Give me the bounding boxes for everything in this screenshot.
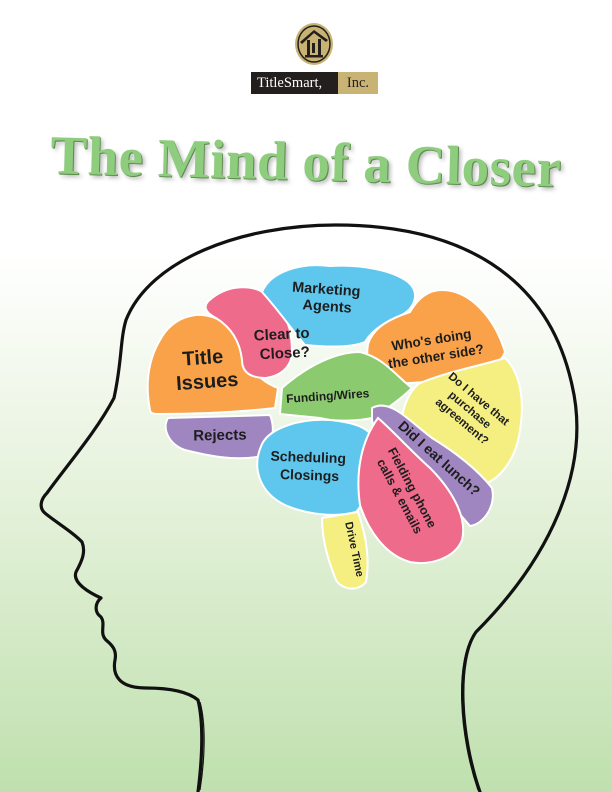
region-funding-wires: [278, 350, 414, 422]
label-funding-wires: Funding/Wires: [286, 386, 370, 406]
brand-name: TitleSmart,: [257, 75, 323, 91]
region-drive-time: [320, 510, 369, 590]
label-title-issues: Title Issues: [174, 345, 239, 395]
label-scheduling-closings: Scheduling Closings: [270, 448, 350, 485]
head-outline: [39, 223, 579, 792]
label-clear-to-close: Clear to Close?: [253, 324, 315, 363]
region-fielding-phone: [357, 416, 465, 564]
house-roof-emblem-icon: [295, 23, 333, 65]
label-marketing-agents: Marketing Agents: [290, 279, 365, 317]
brand-logotype: TitleSmart, Inc.: [251, 72, 378, 94]
label-rejects: Rejects: [193, 427, 247, 445]
logo: TitleSmart, Inc.: [0, 0, 612, 100]
brand-suffix: Inc.: [338, 72, 378, 94]
